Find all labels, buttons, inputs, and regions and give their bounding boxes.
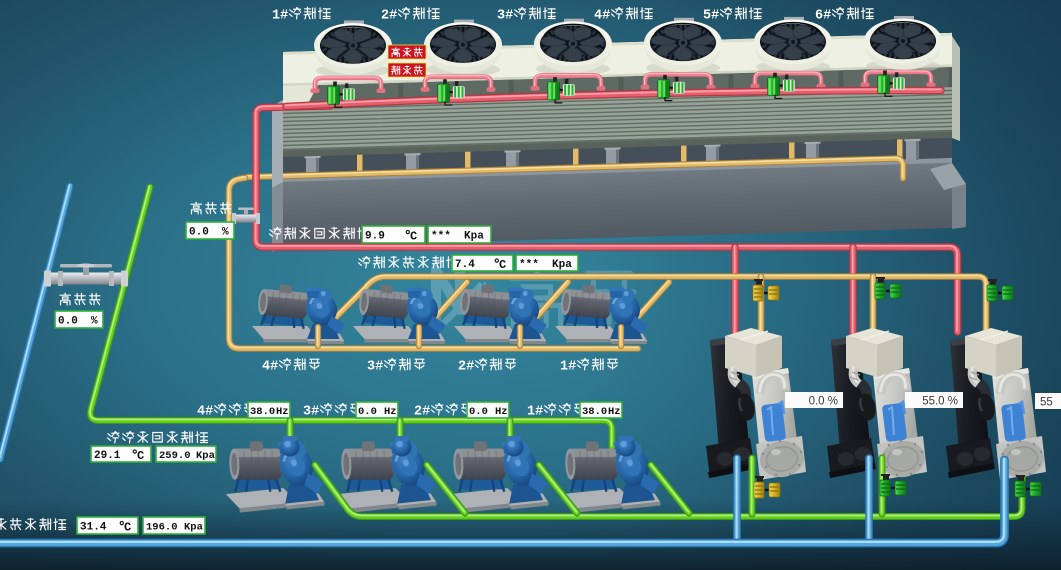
- svg-text:Hz: Hz: [276, 406, 289, 418]
- svg-text:1#: 1#: [272, 9, 288, 24]
- svg-text:Hz: Hz: [495, 406, 508, 418]
- svg-text:4#: 4#: [594, 9, 610, 24]
- svg-text:Kpa: Kpa: [196, 450, 216, 462]
- svg-text:3#: 3#: [367, 360, 383, 375]
- svg-text:%: %: [91, 316, 98, 328]
- svg-text:7.4: 7.4: [455, 259, 475, 271]
- svg-text:1#: 1#: [527, 405, 543, 420]
- svg-text:C: C: [124, 521, 131, 535]
- svg-text:5#: 5#: [703, 9, 719, 24]
- svg-text:9.9: 9.9: [365, 231, 385, 243]
- svg-text:C: C: [410, 230, 417, 244]
- svg-text:***: ***: [519, 259, 539, 271]
- svg-text:0.0: 0.0: [189, 227, 209, 239]
- svg-text:4#: 4#: [197, 405, 213, 420]
- svg-text:C: C: [499, 258, 506, 272]
- svg-text:55: 55: [1040, 397, 1053, 409]
- svg-text:Kpa: Kpa: [184, 521, 204, 533]
- svg-text:0.0: 0.0: [469, 406, 488, 418]
- svg-text:%: %: [222, 227, 229, 239]
- svg-text:2#: 2#: [458, 360, 474, 375]
- svg-text:38.0: 38.0: [582, 406, 607, 418]
- svg-text:C: C: [137, 449, 144, 463]
- svg-text:Kpa: Kpa: [464, 231, 484, 243]
- svg-text:Hz: Hz: [608, 406, 621, 418]
- svg-text:2#: 2#: [414, 405, 430, 420]
- svg-text:0.0 %: 0.0 %: [809, 396, 838, 408]
- svg-text:4#: 4#: [262, 360, 278, 375]
- svg-text:29.1: 29.1: [94, 450, 121, 462]
- svg-text:0.0: 0.0: [358, 406, 377, 418]
- svg-text:0.0: 0.0: [58, 316, 78, 328]
- svg-text:2#: 2#: [381, 9, 397, 24]
- svg-text:31.4: 31.4: [80, 522, 107, 534]
- svg-text:3#: 3#: [303, 405, 319, 420]
- svg-text:259.0: 259.0: [159, 450, 191, 462]
- svg-text:6#: 6#: [815, 9, 831, 24]
- svg-text:Hz: Hz: [384, 406, 397, 418]
- svg-text:Kpa: Kpa: [552, 259, 572, 271]
- svg-text:38.0: 38.0: [250, 406, 275, 418]
- svg-text:55.0 %: 55.0 %: [922, 396, 958, 408]
- svg-text:***: ***: [431, 231, 451, 243]
- svg-text:1#: 1#: [560, 360, 576, 375]
- svg-text:3#: 3#: [497, 9, 513, 24]
- svg-text:196.0: 196.0: [146, 521, 178, 533]
